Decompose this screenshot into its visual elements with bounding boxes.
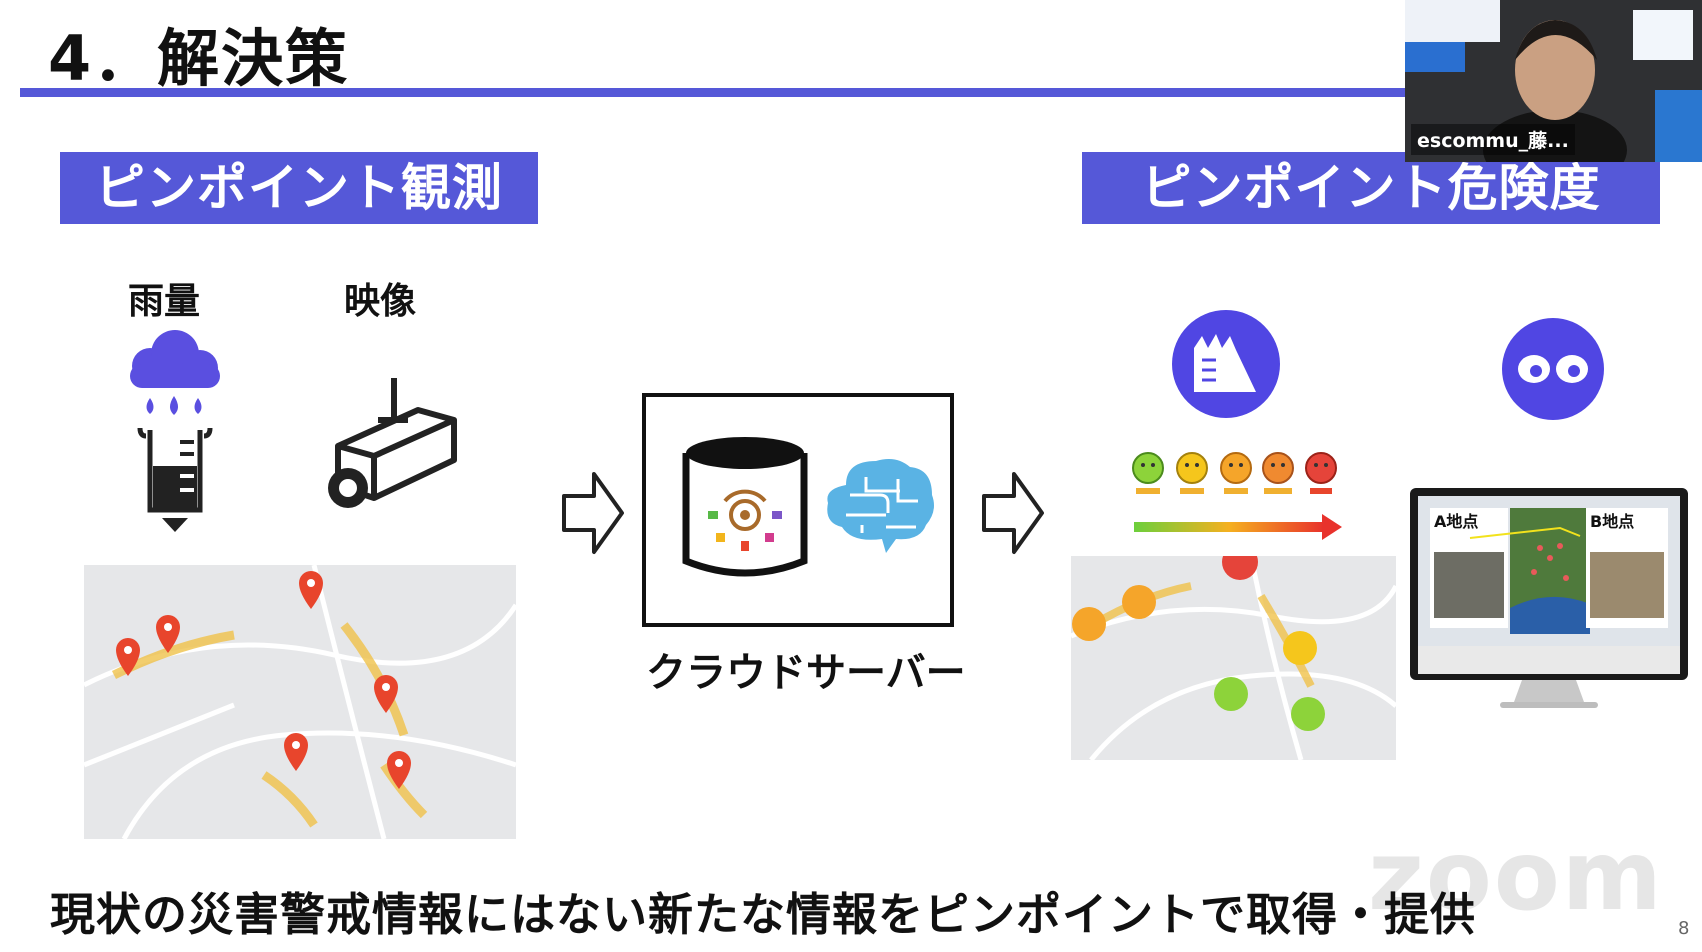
risk-map [1071,556,1396,760]
banner-pinpoint-risk: ピンポイント危険度 [1082,152,1660,224]
participant-video-tile[interactable]: escommu_藤... [1405,0,1702,162]
rain-gauge-icon [130,330,220,532]
cloud-server-box [642,393,954,627]
cctv-camera-icon [328,378,457,508]
rainfall-label: 雨量 [128,281,201,322]
title-underline [20,88,1405,97]
participant-name: escommu_藤... [1411,124,1575,155]
landslide-icon [1172,310,1280,418]
page-number: 8 [1678,918,1690,939]
arrow-right-icon [982,472,1044,554]
risk-scale [1132,452,1342,540]
point-b-label: B地点 [1590,512,1635,531]
database-icon [682,437,808,577]
summary-message: 現状の災害警戒情報にはない新たな情報をピンポイントで取得・提供 [50,888,1477,941]
slide-title: 4．解決策 [48,22,350,95]
ai-brain-icon [827,459,934,553]
video-label: 映像 [344,281,417,322]
zoom-watermark: zoom [1368,820,1664,932]
cloud-server-label: クラウドサーバー [646,650,966,696]
banner-pinpoint-observation: ピンポイント観測 [60,152,538,224]
eyes-icon [1502,318,1604,420]
arrow-right-icon [562,472,624,554]
point-a-label: A地点 [1434,512,1479,531]
observation-map [84,565,516,839]
monitor-display: A地点 B地点 [1410,488,1688,714]
